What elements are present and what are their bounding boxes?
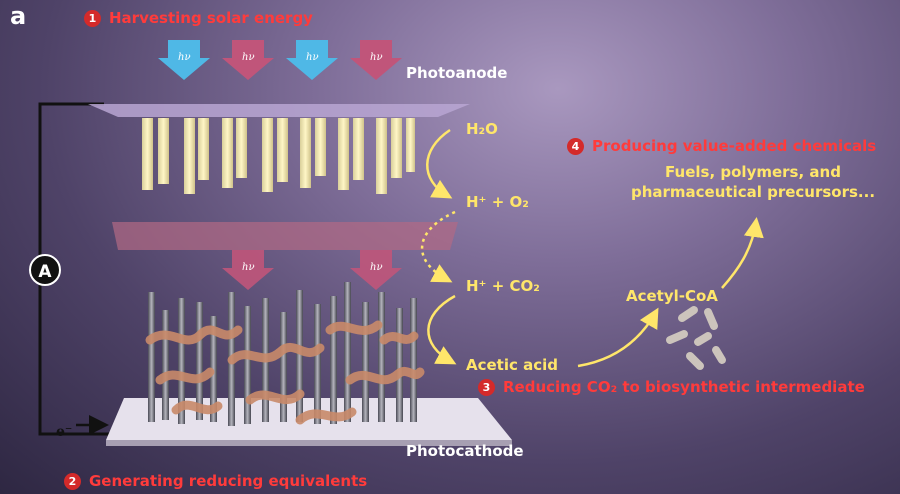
free-bacteria (666, 306, 726, 370)
step-3-text: Reducing CO₂ to biosynthetic intermediat… (503, 378, 865, 396)
step-1-badge: 1 (84, 10, 101, 27)
water-label: H₂O (466, 120, 498, 138)
acetic-acid-label: Acetic acid (466, 356, 558, 374)
bacteria-cells (145, 320, 425, 425)
step-2-text: Generating reducing equivalents (89, 472, 368, 490)
hv-label: hν (242, 262, 255, 273)
step-4-label: 4 Producing value-added chemicals (567, 137, 876, 155)
products-line-1: Fuels, polymers, and (665, 163, 841, 181)
hv-label: hν (370, 52, 383, 63)
photoanode-label: Photoanode (406, 64, 508, 82)
step-1-label: 1 Harvesting solar energy (84, 9, 313, 27)
photon-arrows-bottom: hν hν (222, 250, 402, 290)
electron-label: e⁻ (56, 424, 73, 440)
step-1-text: Harvesting solar energy (109, 9, 313, 27)
photoanode-plate (88, 104, 470, 117)
proton-oxygen-label: H⁺ + O₂ (466, 193, 529, 211)
reaction-arrows (420, 128, 764, 368)
step-3-badge: 3 (478, 379, 495, 396)
photoanode-nanowires (142, 118, 415, 194)
step-3-label: 3 Reducing CO₂ to biosynthetic intermedia… (478, 378, 865, 396)
products-label: Fuels, polymers, and pharmaceutical prec… (618, 162, 888, 202)
proton-co2-label: H⁺ + CO₂ (466, 277, 540, 295)
step-2-label: 2 Generating reducing equivalents (64, 472, 367, 490)
step-4-badge: 4 (567, 138, 584, 155)
hv-label: hν (178, 52, 191, 63)
photon-arrows-top: hν hν hν hν (158, 40, 402, 80)
membrane (112, 222, 458, 250)
step-2-badge: 2 (64, 473, 81, 490)
panel-letter: a (10, 2, 27, 30)
acetyl-coa-label: Acetyl-CoA (626, 287, 718, 305)
step-4-text: Producing value-added chemicals (592, 137, 877, 155)
hv-label: hν (306, 52, 319, 63)
hv-label: hν (370, 262, 383, 273)
hv-label: hν (242, 52, 255, 63)
ammeter-icon: A (29, 254, 61, 286)
photocathode-label: Photocathode (406, 442, 524, 460)
products-line-2: pharmaceutical precursors... (630, 183, 876, 201)
